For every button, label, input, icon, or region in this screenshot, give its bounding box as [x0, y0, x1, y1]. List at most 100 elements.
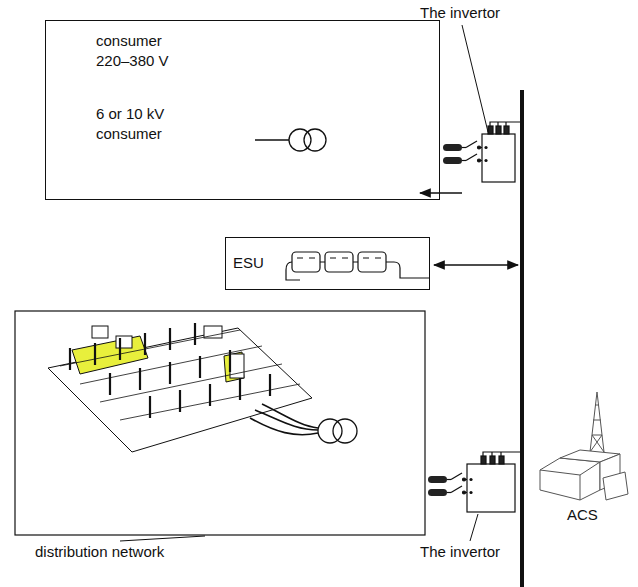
switch-symbol — [466, 154, 477, 161]
storage-box: ESU — [225, 237, 430, 290]
inverter-terminals — [483, 452, 520, 456]
fuse-symbol — [428, 476, 447, 483]
inverter-terminals — [490, 122, 520, 126]
distribution-box — [15, 311, 425, 535]
pole — [269, 374, 271, 396]
callout-label: distribution network — [35, 543, 164, 561]
power-plant-icon — [580, 475, 581, 500]
battery-symbol — [286, 262, 300, 280]
switch-symbol — [447, 479, 451, 480]
fuse-symbol — [443, 144, 462, 151]
inverter-box — [469, 491, 472, 494]
power-plant-icon — [540, 470, 580, 475]
battery-symbol — [286, 252, 430, 280]
inverter-box — [484, 159, 487, 162]
pole — [144, 333, 146, 355]
fuse-symbol — [428, 476, 447, 496]
battery-symbol — [292, 252, 320, 272]
inverter-terminals — [499, 456, 504, 464]
plant-label: ACS — [567, 506, 598, 524]
pole — [239, 378, 241, 400]
pole — [109, 373, 111, 395]
battery-symbol — [297, 257, 381, 258]
fuse-symbol — [428, 489, 447, 496]
power-plant-icon — [540, 392, 628, 500]
substation-illustration — [224, 352, 244, 382]
flow-arrow — [420, 192, 462, 194]
bus-bar — [520, 90, 524, 587]
pole — [229, 350, 231, 372]
switch-symbol — [462, 141, 482, 162]
switch-symbol — [447, 492, 451, 493]
substation-illustration — [60, 330, 300, 420]
voltage-label: consumer 220–380 V — [96, 31, 192, 71]
inverter-terminals — [481, 452, 520, 464]
power-plant-icon — [580, 462, 600, 475]
pole — [119, 338, 121, 360]
power-plant-icon — [590, 392, 604, 452]
transformer-symbol — [255, 129, 326, 151]
transformer-symbol — [304, 129, 326, 151]
leader-line — [120, 536, 205, 541]
inverter-terminals — [504, 126, 509, 134]
substation-illustration — [72, 336, 148, 374]
pole — [179, 390, 181, 412]
inverter-box — [482, 134, 515, 182]
power-plant-icon — [540, 458, 600, 500]
flow-arrow — [434, 264, 518, 266]
fuse-symbol — [443, 157, 462, 164]
inverter-box — [469, 478, 472, 481]
battery-symbol — [325, 252, 353, 272]
pole — [169, 328, 171, 350]
pole — [209, 384, 211, 406]
voltage-label: 6 or 10 kV consumer — [96, 104, 192, 144]
substation-illustration — [48, 323, 318, 452]
callout-label: The invertor — [420, 4, 500, 22]
inverter-terminals — [481, 456, 486, 464]
battery-symbol — [320, 262, 430, 278]
leader-line — [470, 514, 478, 541]
transformer-symbol — [318, 419, 342, 443]
flow-arrow — [420, 193, 462, 194]
substation-illustration — [116, 336, 132, 348]
switch-symbol — [466, 141, 477, 148]
inverter-terminals — [488, 122, 520, 134]
inverter-box — [484, 146, 487, 149]
inverter-terminals — [490, 456, 495, 464]
substation-illustration — [70, 323, 270, 418]
power-plant-icon — [603, 472, 628, 500]
distribution-box — [15, 311, 425, 535]
transformer-symbol — [333, 419, 357, 443]
leader-line — [462, 25, 488, 132]
substation-illustration — [250, 404, 318, 435]
inverter-box — [482, 134, 515, 182]
substation-illustration — [92, 326, 108, 338]
callout-label: The invertor — [420, 543, 500, 561]
pole — [194, 323, 196, 345]
pole — [69, 348, 71, 370]
flow-arrow — [434, 265, 518, 266]
pole — [149, 396, 151, 418]
fuse-symbol — [443, 144, 462, 164]
switch-symbol — [462, 160, 466, 161]
substation-illustration — [204, 326, 222, 338]
transformer-symbol — [318, 419, 357, 443]
consumer-box: consumer 220–380 V 6 or 10 kV consumer — [45, 20, 440, 200]
inverter-terminals — [488, 126, 493, 134]
battery-symbol — [358, 252, 386, 272]
inverter-box — [467, 464, 515, 512]
switch-symbol — [462, 147, 466, 148]
unit-label: ESU — [233, 253, 264, 273]
substation-illustration — [48, 328, 312, 452]
inverter-terminals — [496, 126, 501, 134]
switch-symbol — [451, 486, 462, 493]
leader-line — [120, 25, 488, 541]
pole — [94, 343, 96, 365]
transformer-symbol — [255, 139, 289, 140]
bus-bar — [522, 90, 523, 587]
inverter-box — [467, 464, 515, 512]
switch-symbol — [451, 473, 462, 480]
switch-symbol — [447, 473, 467, 494]
